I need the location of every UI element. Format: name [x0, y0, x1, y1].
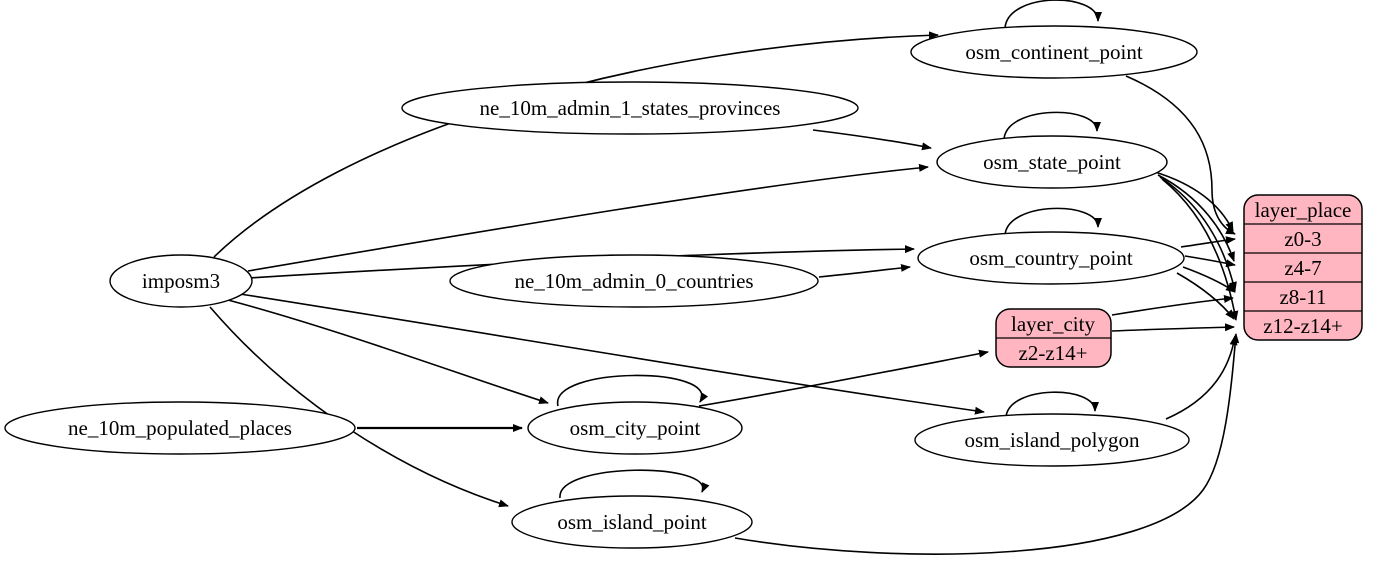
- osm_city_point-label: osm_city_point: [570, 416, 701, 440]
- edge-osm_country_point-to-layer_place-z4-7: [1184, 255, 1236, 268]
- node-osm_city_point: osm_city_point: [527, 401, 743, 455]
- node-ne_10m_admin_1_states_provinces: ne_10m_admin_1_states_provinces: [401, 81, 859, 135]
- layer_place-title: layer_place: [1255, 198, 1352, 222]
- edge-ne_10m_admin_0_countries-to-osm_country_point: [818, 263, 911, 278]
- layer_place-row-z0-3: z0-3: [1284, 227, 1321, 251]
- self-loop-osm_state_point: [1003, 111, 1101, 140]
- osm_island_point-label: osm_island_point: [557, 510, 707, 534]
- edge-osm_island_point-to-layer_place-z12-z14: [734, 333, 1240, 555]
- edge-osm_country_point-to-layer_place-z12-z14: [1176, 272, 1235, 320]
- ne_10m_admin_1_states_provinces-label: ne_10m_admin_1_states_provinces: [480, 96, 781, 120]
- layer_place-row-z4-7: z4-7: [1284, 256, 1321, 280]
- osm_island_polygon-label: osm_island_polygon: [964, 428, 1140, 452]
- node-osm_island_polygon: osm_island_polygon: [914, 413, 1190, 467]
- imposm3-label: imposm3: [142, 269, 220, 293]
- edge-osm_state_point-to-layer_place-z4-7: [1157, 174, 1235, 262]
- imposm3-ellipse: [109, 254, 253, 308]
- ne_10m_populated_places-label: ne_10m_populated_places: [68, 416, 292, 440]
- ne_10m_admin_0_countries-ellipse: [449, 254, 819, 308]
- osm_city_point-ellipse: [527, 401, 743, 455]
- node-ne_10m_admin_0_countries: ne_10m_admin_0_countries: [449, 254, 819, 308]
- edge-osm_continent_point-to-layer_place-z0-3: [1125, 75, 1236, 235]
- self-loop-osm_continent_point: [1004, 0, 1102, 29]
- edge-layer_city-to-layer_place-z12-z14: [1111, 323, 1235, 332]
- osm_continent_point-label: osm_continent_point: [965, 40, 1142, 64]
- edge-osm_country_point-to-layer_place-z8-11: [1182, 266, 1236, 293]
- osm_continent_point-ellipse: [910, 25, 1198, 79]
- layer_place-box: [1243, 194, 1363, 341]
- layer_place-row-z12-z14: z12-z14+: [1263, 314, 1342, 338]
- self-loop-osm_island_polygon: [1005, 391, 1099, 418]
- ne_10m_admin_0_countries-label: ne_10m_admin_0_countries: [514, 269, 753, 293]
- edge-osm_state_point-to-layer_place-z8-11: [1159, 176, 1237, 292]
- edge-osm_state_point-to-layer_place-z12-z14: [1161, 178, 1239, 321]
- node-imposm3: imposm3: [109, 254, 253, 308]
- edge-imposm3-to-osm_island_polygon: [239, 293, 985, 415]
- osm_state_point-label: osm_state_point: [983, 150, 1121, 174]
- edge-osm_state_point-to-layer_place-z0-3: [1154, 171, 1234, 232]
- osm_country_point-label: osm_country_point: [969, 246, 1132, 270]
- record-layer_place: layer_place z0-3 z4-7 z8-11 z12-z14+: [1243, 194, 1363, 341]
- edge-imposm3-to-osm_continent_point: [213, 31, 939, 258]
- self-loop-osm_city_point: [557, 374, 709, 407]
- layer_city-title: layer_city: [1011, 312, 1095, 336]
- node-osm_island_point: osm_island_point: [511, 495, 753, 549]
- osm_state_point-ellipse: [936, 135, 1168, 189]
- edge-osm_city_point-to-layer_city-z2-z14: [698, 349, 989, 407]
- edge-osm_country_point-to-layer_place-z0-3: [1180, 236, 1236, 248]
- ne_10m_admin_1_states_provinces-ellipse: [401, 81, 859, 135]
- edge-layer_city-to-layer_place-z8-11: [1111, 294, 1234, 316]
- layer_place-row-z8-11: z8-11: [1279, 285, 1326, 309]
- edge-imposm3-to-osm_city_point: [227, 299, 549, 405]
- edge-ne_10m_admin_1_states_provinces-to-osm_state_point: [812, 129, 932, 151]
- record-layer_city: layer_city z2-z14+: [995, 308, 1112, 368]
- self-loop-osm_country_point: [1004, 207, 1102, 236]
- ne_10m_populated_places-ellipse: [4, 401, 356, 455]
- edge-osm_island_polygon-to-layer_place-z12-z14: [1165, 335, 1238, 420]
- node-ne_10m_populated_places: ne_10m_populated_places: [4, 401, 356, 455]
- node-osm_country_point: osm_country_point: [917, 231, 1185, 285]
- osm_country_point-ellipse: [917, 231, 1185, 285]
- self-loop-osm_island_point: [559, 469, 710, 499]
- osm_island_polygon-ellipse: [914, 413, 1190, 467]
- edge-imposm3-to-osm_state_point: [247, 163, 929, 272]
- osm_island_point-ellipse: [511, 495, 753, 549]
- layer_city-row-z2-z14: z2-z14+: [1019, 341, 1088, 365]
- node-osm_state_point: osm_state_point: [936, 135, 1168, 189]
- node-osm_continent_point: osm_continent_point: [910, 25, 1198, 79]
